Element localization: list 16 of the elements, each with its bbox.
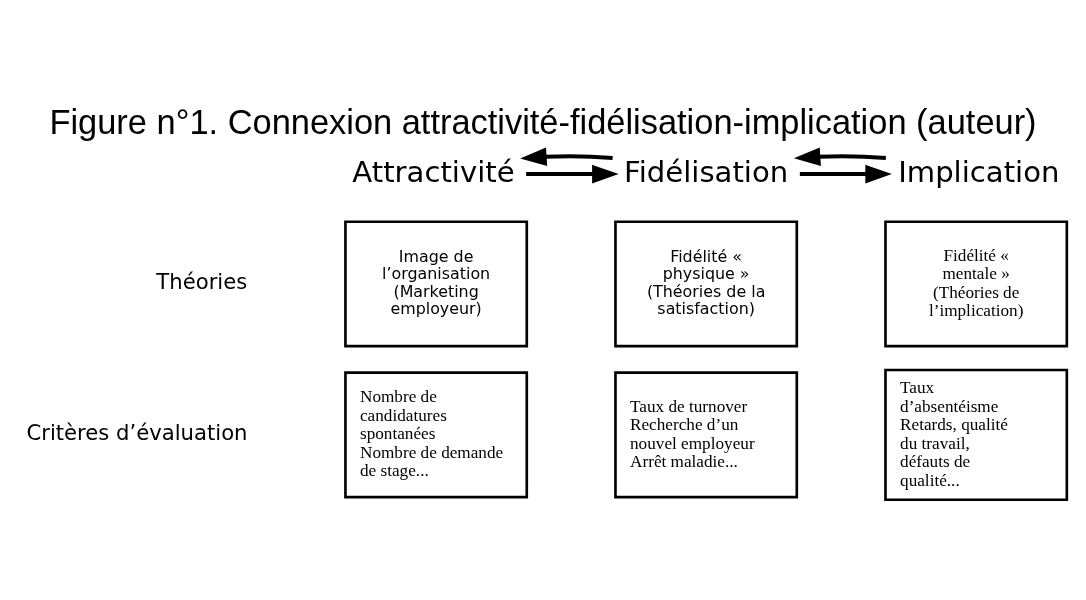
node-text: Attractivité	[352, 154, 515, 189]
arrow	[520, 146, 613, 166]
node-box: Nombre de candidatures spontanées Nombre de demande de stage...	[344, 370, 529, 498]
arrow	[793, 146, 886, 166]
node-box: Fidélité « mentale » (Théories de l’implication)	[884, 219, 1069, 347]
node-box: Image de l’organisation (Marketing employeur)	[344, 219, 529, 347]
label: Théories	[156, 268, 248, 294]
node-box: Taux de turnover Recherche d’un nouvel employeur Arrêt maladie...	[614, 370, 799, 498]
arrow	[526, 164, 619, 183]
node-text: Fidélisation	[624, 154, 789, 189]
diagram-title: Figure n°1. Connexion attractivité-fidélisation-implication (auteur)	[49, 102, 1037, 141]
arrow	[799, 164, 892, 183]
node-box: Fidélité « physique » (Théories de la satisfaction)	[614, 219, 799, 347]
node-text: Implication	[898, 154, 1060, 189]
node-box: Taux d’absentéisme Retards, qualité du travail, défauts de qualité...	[884, 368, 1069, 501]
label: Critères d’évaluation	[26, 419, 248, 445]
